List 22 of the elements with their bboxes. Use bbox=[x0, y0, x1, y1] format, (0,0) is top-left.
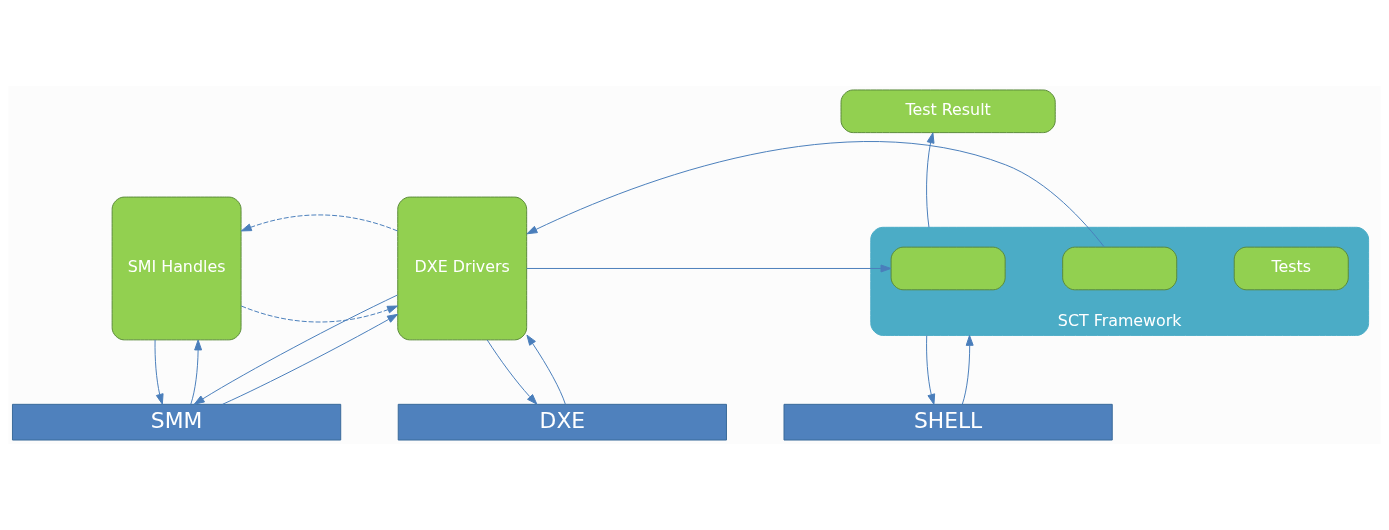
node-box: Test Result bbox=[840, 89, 1056, 134]
node-box: SHELL bbox=[783, 403, 1113, 441]
arrow bbox=[240, 305, 398, 323]
arrow bbox=[240, 214, 398, 232]
arrow bbox=[926, 132, 935, 228]
arrow bbox=[526, 334, 566, 405]
node-box bbox=[1062, 246, 1178, 291]
arrow bbox=[961, 334, 974, 405]
node-box bbox=[890, 246, 1006, 291]
arrow bbox=[190, 339, 203, 405]
arrow bbox=[486, 339, 538, 405]
arrow bbox=[526, 141, 1105, 248]
arrow bbox=[222, 313, 399, 405]
node-box: SMI Handles bbox=[111, 196, 242, 341]
arrow bbox=[154, 339, 164, 405]
arrow bbox=[193, 294, 398, 405]
node-box: SMM bbox=[11, 403, 342, 441]
node-box: Tests bbox=[1233, 246, 1349, 291]
node-box: DXE bbox=[397, 403, 727, 441]
arrow bbox=[926, 334, 936, 405]
arrow bbox=[526, 264, 892, 273]
node-box: DXE Drivers bbox=[397, 196, 528, 341]
